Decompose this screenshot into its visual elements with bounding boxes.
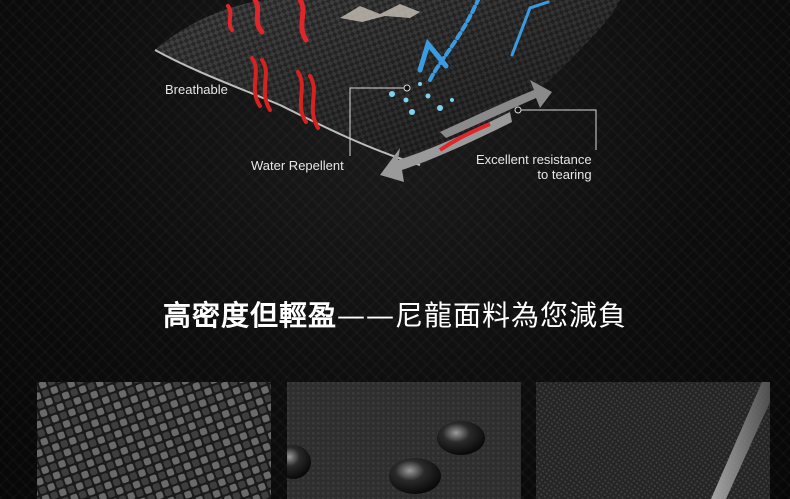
swatch-fine-mesh [536,382,770,499]
headline-dash: —— [337,299,395,332]
callout-tearing: Excellent resistance to tearing [476,152,592,182]
callout-water-repellent: Water Repellent [251,158,344,173]
callout-breathable: Breathable [165,82,228,97]
callout-leaders [349,84,597,156]
callout-tearing-line1: Excellent resistance [476,152,592,167]
bird-silhouette [340,4,420,22]
fabric-illustration: Breathable Water Repellent Excellent res… [154,0,620,182]
heat-waves-bottom [250,56,320,130]
heat-waves-top [226,0,309,43]
headline-light: 尼龍面料為您減負 [395,299,628,332]
headline-bold: 高密度但輕盈 [162,299,337,332]
fabric-swatches [0,382,790,499]
swatch-water-droplets [287,382,521,499]
callout-tearing-line2: to tearing [537,167,592,182]
tear-stitch [438,122,491,152]
feature-headline: 高密度但輕盈——尼龍面料為您減負 [0,296,790,336]
water-droplets [389,82,454,115]
air-flow-arrows [417,0,550,82]
swatch-woven [37,382,271,499]
fabric-diagram [154,0,620,182]
